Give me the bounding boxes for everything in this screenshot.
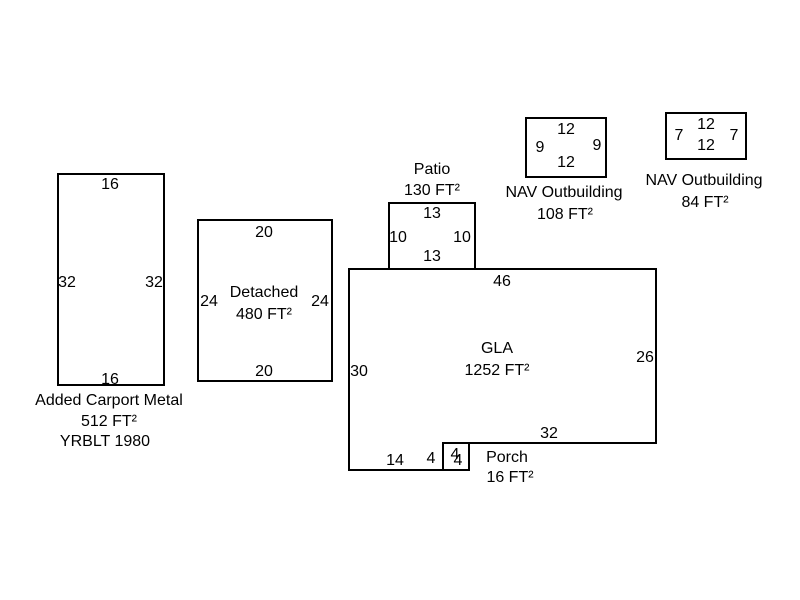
- carport-name: Added Carport Metal: [35, 392, 183, 409]
- patio-group: 13 13 10 10 Patio 130 FT²: [388, 161, 476, 270]
- carport-top-dim: 16: [101, 176, 119, 193]
- patio-left-dim: 10: [389, 229, 407, 246]
- outbuilding-2-outline: [665, 112, 747, 160]
- outbuilding-2-top-dim: 12: [697, 116, 715, 133]
- outbuilding-2-left-dim: 7: [675, 127, 684, 144]
- detached-group: 20 20 24 24 Detached 480 FT²: [197, 219, 333, 382]
- carport-area: 512 FT²: [81, 413, 138, 430]
- patio-bottom-dim: 13: [423, 248, 441, 265]
- carport-right-dim: 32: [145, 274, 163, 291]
- carport-outline: [57, 173, 165, 386]
- patio-right-dim: 10: [453, 229, 471, 246]
- gla-group: 46 26 30 32 14 4 GLA 1252 FT²: [348, 268, 657, 471]
- gla-top-dim: 46: [493, 273, 511, 290]
- carport-group: 16 16 32 32 Added Carport Metal 512 FT² …: [35, 173, 183, 450]
- outbuilding-1-right-dim: 9: [593, 137, 602, 154]
- outbuilding-2-group: 12 12 7 7 NAV Outbuilding 84 FT²: [645, 112, 763, 211]
- outbuilding-1-bottom-dim: 12: [557, 154, 575, 171]
- outbuilding-2-right-dim: 7: [730, 127, 739, 144]
- gla-step-short-dim: 4: [427, 450, 436, 467]
- porch-name: Porch: [486, 449, 528, 466]
- outbuilding-1-name: NAV Outbuilding: [505, 184, 622, 201]
- porch-right-dim: 4: [454, 452, 463, 469]
- detached-name: Detached: [230, 284, 299, 301]
- outbuilding-2-area: 84 FT²: [681, 194, 729, 211]
- outbuilding-1-top-dim: 12: [557, 121, 575, 138]
- outbuilding-1-area: 108 FT²: [537, 206, 594, 223]
- carport-bottom-dim: 16: [101, 371, 119, 388]
- gla-name: GLA: [481, 340, 513, 357]
- patio-area: 130 FT²: [404, 182, 461, 199]
- porch-group: 4 4 Porch 16 FT²: [442, 442, 534, 486]
- patio-top-dim: 13: [423, 205, 441, 222]
- gla-step-right-dim: 32: [540, 425, 558, 442]
- gla-bottom-left-dim: 14: [386, 452, 404, 469]
- porch-outline: [442, 442, 470, 471]
- gla-left-dim: 30: [350, 363, 368, 380]
- patio-name: Patio: [414, 161, 451, 178]
- detached-outline: [197, 219, 333, 382]
- detached-bottom-dim: 20: [255, 363, 273, 380]
- porch-area: 16 FT²: [486, 469, 534, 486]
- outbuilding-1-left-dim: 9: [536, 139, 545, 156]
- carport-year: YRBLT 1980: [60, 433, 150, 450]
- detached-area: 480 FT²: [236, 306, 293, 323]
- carport-left-dim: 32: [58, 274, 76, 291]
- outbuilding-2-bottom-dim: 12: [697, 137, 715, 154]
- detached-right-dim: 24: [311, 293, 329, 310]
- outbuilding-1-group: 12 12 9 9 NAV Outbuilding 108 FT²: [505, 117, 623, 223]
- outbuilding-1-outline: [525, 117, 607, 178]
- detached-left-dim: 24: [200, 293, 218, 310]
- outbuilding-2-name: NAV Outbuilding: [645, 172, 762, 189]
- gla-right-dim: 26: [636, 349, 654, 366]
- porch-top-dim: 4: [451, 446, 460, 463]
- gla-area: 1252 FT²: [465, 362, 531, 379]
- detached-top-dim: 20: [255, 224, 273, 241]
